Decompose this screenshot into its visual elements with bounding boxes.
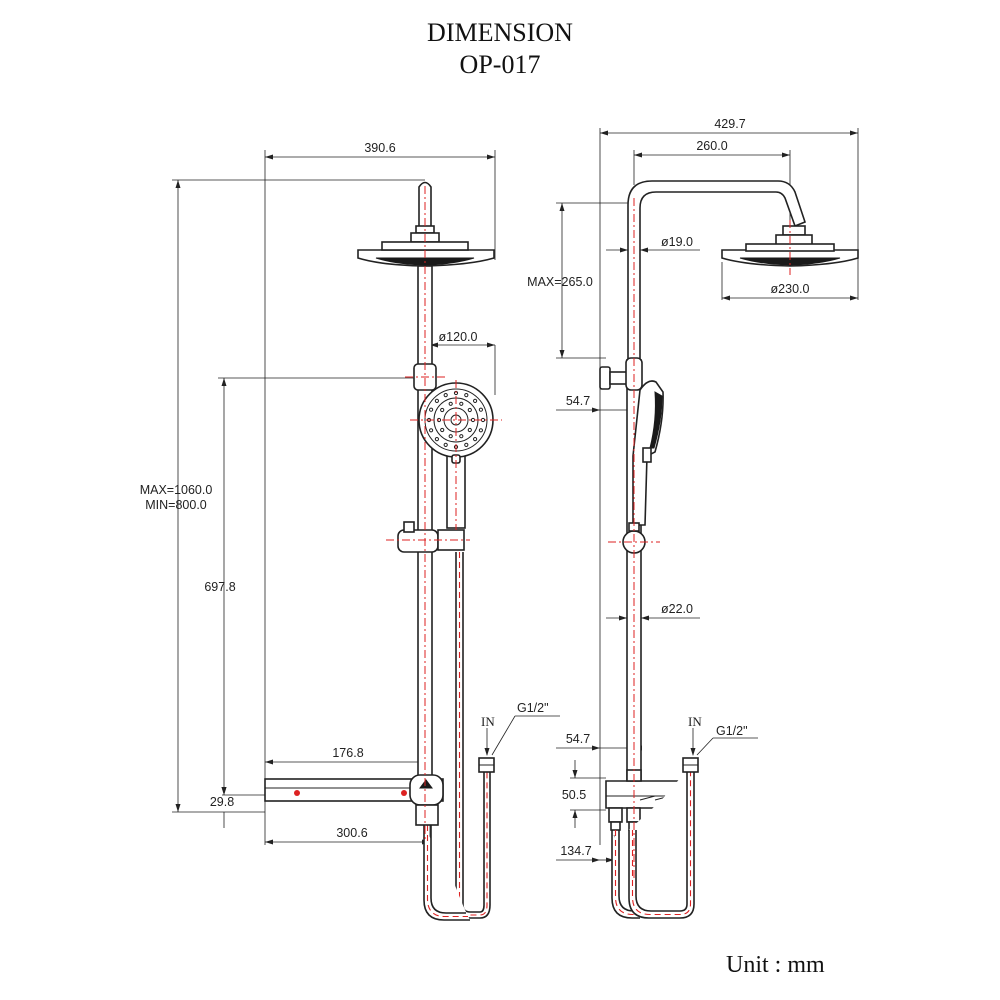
dim-valve-offset: 54.7 (566, 732, 590, 746)
nozzle-dot (478, 407, 483, 412)
dim-shelf-offset: 176.8 (332, 746, 363, 760)
dim-head-diameter: ø230.0 (771, 282, 810, 296)
nozzle-dot (448, 401, 453, 406)
dim-riser-diameter: ø22.0 (661, 602, 693, 616)
nozzle-dot (429, 428, 434, 433)
dim-arm-reach: 260.0 (696, 139, 727, 153)
shower-arm (627, 180, 806, 361)
nozzle-dot (473, 437, 478, 442)
side-inlet-label: IN (688, 714, 702, 729)
front-inlet-label: IN (481, 714, 495, 729)
nozzle-dot (434, 398, 439, 403)
dim-hand-shower-diameter: ø120.0 (439, 330, 478, 344)
nozzle-dot (429, 407, 434, 412)
nozzle-dot (440, 427, 445, 433)
side-view: 429.7 260.0 MAX=265.0 ø19.0 ø230.0 (527, 117, 859, 919)
drawing-title: DIMENSION (427, 18, 573, 47)
nozzle-dot (443, 442, 448, 447)
dim-slider-height: 697.8 (204, 580, 235, 594)
dim-shelf-length: 300.6 (336, 826, 367, 840)
nozzle-dot (473, 398, 478, 403)
nozzle-dot (459, 434, 464, 439)
dim-inlet-spacing: 134.7 (560, 844, 591, 858)
dim-valve-height: 50.5 (562, 788, 586, 802)
nozzle-dot (443, 393, 448, 398)
front-view: 390.6 MAX=1060.0 MIN=800.0 697.8 29.8 ø1… (140, 141, 560, 921)
dim-bracket-offset: 54.7 (566, 394, 590, 408)
front-thread-label: G1/2" (517, 701, 549, 715)
nozzle-dot (434, 437, 439, 442)
dim-height-max: MAX=1060.0 (140, 483, 213, 497)
nozzle-dot (464, 442, 469, 447)
dim-height-min: MIN=800.0 (145, 498, 207, 512)
nozzle-dot (478, 428, 483, 433)
nozzle-dot (467, 427, 472, 433)
dim-arm-height: MAX=265.0 (527, 275, 593, 289)
side-thread-label: G1/2" (716, 724, 748, 738)
nozzle-dot (467, 407, 472, 413)
unit-note: Unit : mm (726, 952, 825, 978)
nozzle-dot (440, 407, 445, 413)
nozzle-dot (448, 434, 453, 439)
nozzle-dot (464, 393, 469, 398)
dim-side-overall-width: 429.7 (714, 117, 745, 131)
model-number: OP-017 (459, 50, 541, 79)
dim-pipe-diameter: ø19.0 (661, 235, 693, 249)
dim-shelf-height: 29.8 (210, 795, 234, 809)
nozzle-dot (459, 401, 464, 406)
dim-overall-width: 390.6 (364, 141, 395, 155)
